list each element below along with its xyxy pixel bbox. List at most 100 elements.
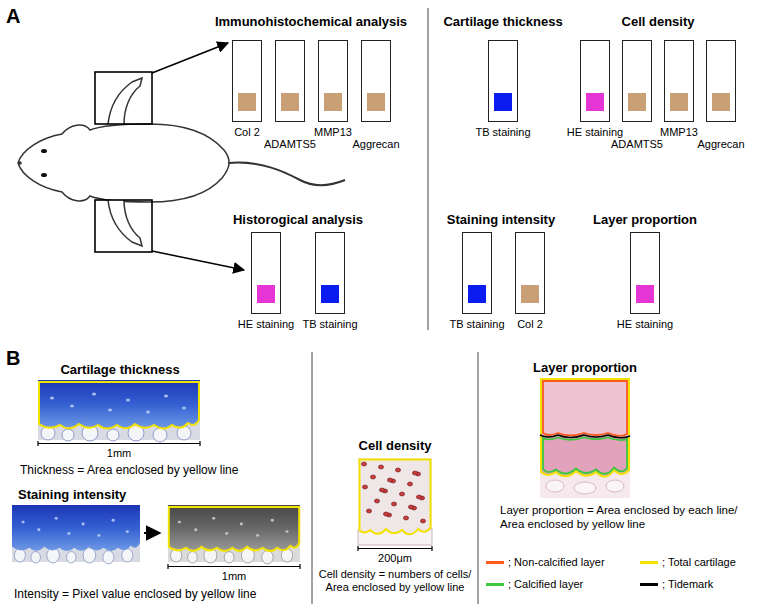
mouse-drawing [41,149,47,153]
slide-label: TB staining [302,318,357,331]
he-image [540,378,630,498]
stained-section [257,285,275,303]
glass-slide [488,40,518,122]
slide: ADAMTS5 [611,40,663,151]
stained-section [628,93,646,111]
cell-dot [362,485,367,489]
glass-slide [664,40,694,122]
he-image [540,435,630,438]
he-image [543,438,627,474]
cell-dot [374,499,379,503]
glass-slide [622,40,652,122]
divider-line [428,8,429,330]
formula-text: Thickness = Area enclosed by yellow line [20,463,238,477]
stained-section [494,93,512,111]
divider-line [312,352,313,604]
slide: Col 2 [515,232,545,331]
slide-label: TB staining [475,126,530,139]
cell-dot [366,509,371,513]
cell-dot [399,492,404,496]
mouse-drawing [18,161,22,165]
cartilage-image [12,505,140,564]
he-image [540,378,630,438]
cell-dot [387,478,392,482]
stained-section [468,285,486,303]
mouse-drawing [41,173,47,177]
slide-label: HE staining [567,126,623,139]
section-heading: Layer proportion [593,212,697,228]
slide-label: MMP13 [660,126,698,139]
glass-slide [361,40,391,122]
stained-section [636,285,654,303]
legend-item: ; Calcified layer [486,578,583,591]
cartilage-image [38,380,200,442]
he-image [574,482,596,494]
cell-dot [361,462,425,523]
divider-line [312,8,478,604]
scale-label: 1mm [107,447,131,460]
scale-bar [38,441,200,446]
cell-dot [391,502,396,506]
cell-dot [416,495,421,499]
stained-section [324,93,342,111]
slide-label: ADAMTS5 [264,138,316,151]
slide: Aggrecan [697,40,744,151]
section-heading: Staining intensity [18,487,126,503]
slide-label: TB staining [449,318,504,331]
cell-dot [407,482,412,486]
stained-section [281,93,299,111]
stained-section [670,93,688,111]
section-heading: Cartilage thickness [60,362,179,378]
stained-section [712,93,730,111]
legend-item: ; Tidemark [640,578,713,591]
section-heading: Cell density [622,14,695,30]
stained-section [321,285,339,303]
mouse-drawing [108,200,142,246]
slide: MMP13 [314,40,352,139]
cell-dot [408,505,413,509]
section-heading: Staining intensity [447,212,555,228]
legend-text: ; Total cartilage [662,556,736,569]
legend-item: ; Total cartilage [640,556,736,569]
slide: TB staining [302,232,357,331]
formula-text: Layer proportion = Area enclosed by each… [500,504,750,532]
he-image [360,460,431,535]
mouse-drawing [228,163,345,186]
mouse-drawing [108,78,142,124]
glass-slide [706,40,736,122]
cartilage-image [144,532,160,534]
panel-letter: B [6,346,20,370]
he-image [541,379,629,477]
stained-section [367,93,385,111]
glass-slide [462,232,492,314]
slide-label: MMP13 [314,126,352,139]
mouse-drawing [18,124,229,202]
cell-dot [378,465,383,469]
panel-letter: A [6,4,20,28]
legend-text: ; Calcified layer [508,578,583,591]
cartilage-image [38,380,200,442]
glass-slide [515,232,545,314]
slide: Col 2 [232,40,262,139]
glass-slide [318,40,348,122]
section-heading: Historogical analysis [233,212,363,228]
he-image [358,458,432,545]
scale-bar [168,564,300,569]
glass-slide [315,232,345,314]
slide-label: Col 2 [234,126,260,139]
cartilage-image [168,505,300,564]
glass-slide [275,40,305,122]
divider-line [478,352,479,604]
legend-text: ; Non-calcified layer [508,556,605,569]
cartilage-image [12,505,300,564]
he-image [358,458,432,545]
pointer-arrow [152,43,228,73]
legend-swatch [486,583,504,586]
pointer-arrow [152,43,244,270]
joint-box [95,200,152,252]
he-image [546,480,564,492]
cell-dot [420,519,425,523]
cell-dot [379,488,384,492]
scale-bar [358,546,432,551]
